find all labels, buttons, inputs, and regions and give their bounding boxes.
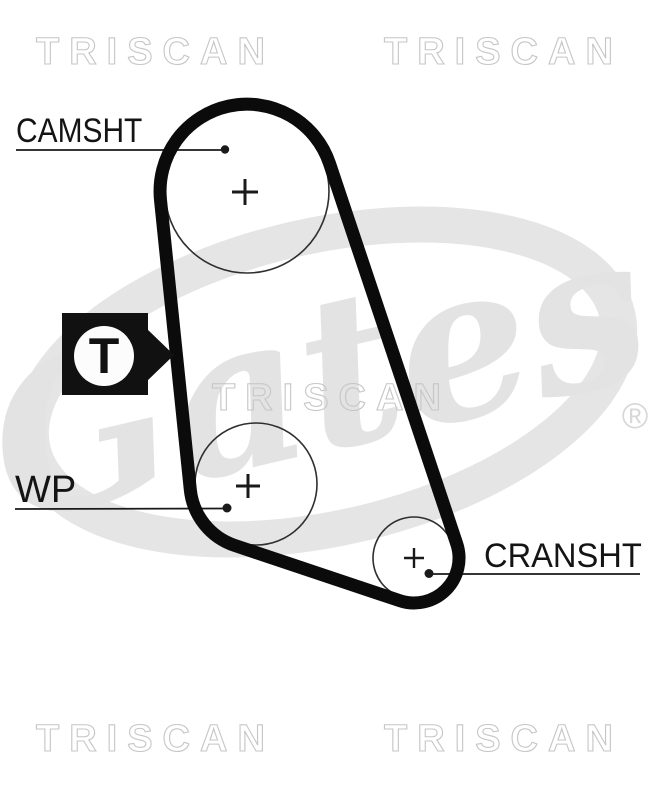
tensioner-arrow-icon [146, 328, 174, 382]
watermark-triscan-top-right: TRISCAN [383, 31, 623, 73]
watermark-triscan-top-left: TRISCAN [35, 31, 275, 73]
tensioner-marker: T [62, 313, 174, 395]
water-pump-center-cross [236, 474, 260, 498]
camshaft-label: CAMSHT [16, 112, 143, 150]
watermark-triscan-bottom-left: TRISCAN [35, 718, 275, 760]
timing-belt [153, 97, 466, 610]
crankshaft-label: CRANSHT [484, 537, 642, 575]
tensioner-marker-letter: T [89, 328, 120, 384]
water-pump-label: WP [15, 469, 77, 511]
camshaft-leader-dot [220, 145, 230, 154]
watermark-triscan-bottom-right: TRISCAN [383, 718, 623, 760]
crankshaft-leader-dot [424, 569, 434, 578]
water-pump-leader-dot [222, 503, 232, 513]
registered-trademark-symbol: ® [622, 395, 649, 436]
tensioner-marker-circle [74, 326, 134, 386]
camshaft-center-cross [232, 179, 258, 205]
gates-logo-swoosh [12, 206, 638, 558]
crankshaft-center-cross [404, 548, 424, 568]
